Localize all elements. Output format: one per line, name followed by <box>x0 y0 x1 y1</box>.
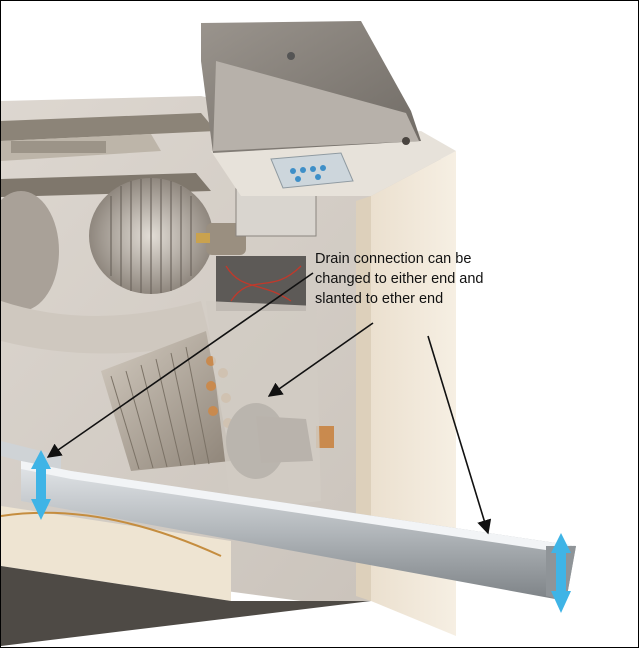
callout-arrow-icon <box>427 335 492 535</box>
drain-annotation: Drain connection can be changed to eithe… <box>315 249 545 309</box>
cabinet-side-panel <box>371 151 456 636</box>
vertical-adjust-arrow-icon <box>31 450 51 520</box>
drain-pan-rim <box>21 461 576 553</box>
partition-panel <box>206 301 321 511</box>
copper-coupler <box>316 426 334 448</box>
callout-arrow-icon <box>267 322 374 397</box>
keypad-buttons <box>290 165 326 182</box>
lid-inner <box>213 61 419 151</box>
coil-fins <box>110 346 210 470</box>
wiring <box>225 265 302 302</box>
blower-fins <box>110 178 192 294</box>
annotation-line-3: slanted to ether end <box>315 291 444 307</box>
vertical-adjust-arrow-icon <box>551 533 571 613</box>
front-trim <box>1 506 231 601</box>
drain-pan <box>21 461 576 601</box>
lid-hinge <box>402 137 410 145</box>
front-base <box>1 566 371 646</box>
filter-slot <box>11 141 106 153</box>
annotation-line-2: changed to either end and <box>315 271 484 287</box>
callout-arrow-icon <box>46 272 314 458</box>
top-rail <box>1 113 216 141</box>
lid-screw <box>287 52 295 60</box>
motor-shaft <box>196 233 210 243</box>
blower-scroll <box>1 301 211 354</box>
front-trim-line <box>1 511 222 557</box>
annotation-line-1: Drain connection can be <box>315 251 472 267</box>
side-panel-edge <box>356 196 371 601</box>
blower-housing-left <box>1 191 59 311</box>
